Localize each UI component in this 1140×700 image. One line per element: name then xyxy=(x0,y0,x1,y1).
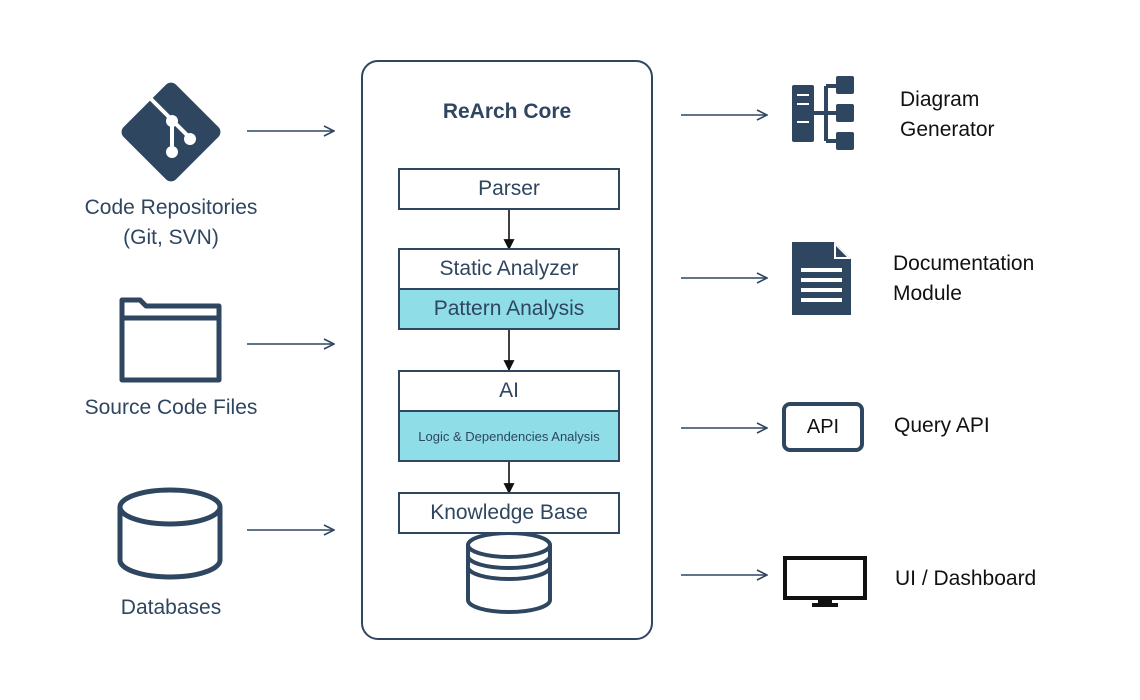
knowledge-base-box: Knowledge Base xyxy=(398,492,620,534)
docs-label-line-2: Module xyxy=(893,282,962,305)
document-icon xyxy=(792,242,851,315)
db-label-line-1: Databases xyxy=(120,596,222,619)
diagram-label-line-1: Diagram xyxy=(900,88,980,111)
diagram-label-line-2: Generator xyxy=(900,118,995,141)
pattern-analysis-box: Pattern Analysis xyxy=(398,288,620,330)
output-label-docs: Documentation Module xyxy=(893,249,1034,309)
input-label-repos: Code Repositories (Git, SVN) xyxy=(60,193,282,253)
git-icon xyxy=(121,82,221,182)
repos-label-line-2: (Git, SVN) xyxy=(123,226,219,249)
docs-label-line-1: Documentation xyxy=(893,252,1035,275)
output-label-ui: UI / Dashboard xyxy=(895,564,1036,594)
api-label-line-1: Query API xyxy=(894,414,990,437)
rearch-core-container xyxy=(361,60,653,640)
core-title: ReArch Core xyxy=(442,100,572,123)
output-label-api: Query API xyxy=(894,411,990,441)
hierarchy-server-icon xyxy=(792,76,854,150)
ai-box: AI xyxy=(398,370,620,412)
input-label-files: Source Code Files xyxy=(60,393,282,423)
api-icon-text: API xyxy=(806,415,840,438)
static-analyzer-box: Static Analyzer xyxy=(398,248,620,290)
monitor-icon xyxy=(783,556,867,607)
logic-analysis-box: Logic & Dependencies Analysis xyxy=(398,410,620,462)
api-icon xyxy=(782,402,864,452)
parser-box: Parser xyxy=(398,168,620,210)
repos-label-line-1: Code Repositories xyxy=(84,196,258,219)
input-label-db: Databases xyxy=(60,593,282,623)
folder-icon xyxy=(119,297,222,383)
output-label-diagram: Diagram Generator xyxy=(900,85,995,145)
files-label-line-1: Source Code Files xyxy=(84,396,258,419)
database-icon xyxy=(117,487,223,580)
ui-label-line-1: UI / Dashboard xyxy=(895,567,1037,590)
